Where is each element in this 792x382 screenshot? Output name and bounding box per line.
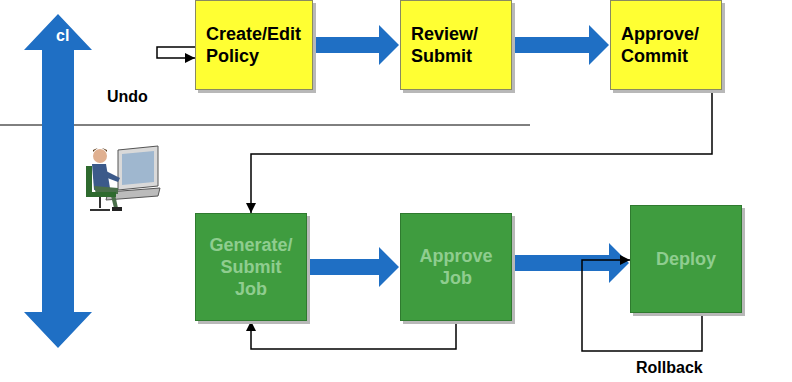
step-label: Generate/ Submit Job [204,234,298,300]
job-step-box: Approve Job [400,213,512,321]
edge-label: Undo [105,87,150,106]
policy-step-box: Approve/ Commit [610,0,722,90]
step-label: Approve/ Commit [621,23,713,67]
job-step-box: Deploy [630,205,742,313]
partial-label: cl [56,27,69,45]
flow-line [251,321,456,349]
person-icon [80,140,160,215]
block-arrow [308,247,399,287]
policy-step-box: Review/ Submit [400,0,512,90]
block-arrow [513,243,629,283]
separator-line [0,125,530,126]
step-label: Approve Job [409,245,503,289]
edge-label: Rollback [634,358,705,377]
job-step-box: Generate/ Submit Job [195,213,307,321]
flow-line [157,47,195,58]
step-label: Create/Edit Policy [206,23,304,67]
block-arrow [513,25,609,65]
block-arrow [314,25,399,65]
step-label: Deploy [656,248,716,270]
step-label: Review/ Submit [411,23,503,67]
flow-line [251,90,712,213]
policy-step-box: Create/Edit Policy [195,0,313,90]
